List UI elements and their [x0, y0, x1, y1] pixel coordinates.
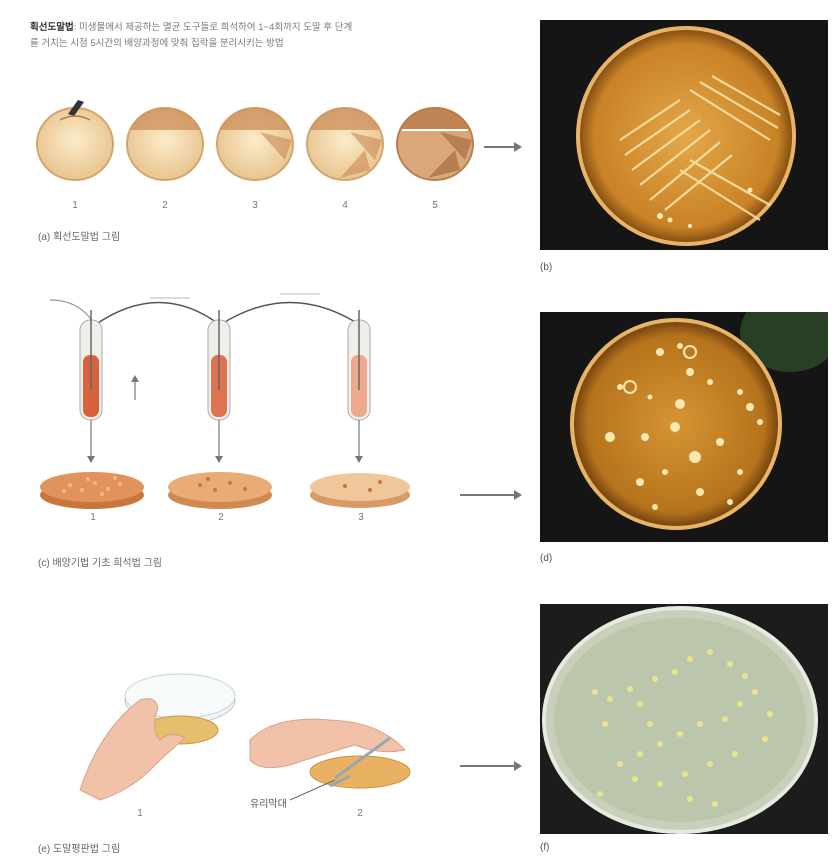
pour-plate-1 [40, 472, 144, 509]
step-number-b2: 2 [206, 512, 236, 523]
streak-plate-2 [127, 108, 203, 180]
caption-c: (e) 도말평판법 그림 [38, 840, 120, 855]
photo-label-b: (b) [540, 262, 552, 273]
pour-plate-photo [540, 312, 828, 542]
streak-plate-3 [217, 108, 293, 180]
arrow-right-icon [460, 765, 516, 767]
arrow-right-icon [484, 146, 516, 148]
streak-plate-1 [37, 100, 113, 180]
step-number-a2: 2 [150, 200, 180, 211]
spread-plate-diagram [60, 660, 420, 810]
step-number-a5: 5 [420, 200, 450, 211]
step-number-b1: 1 [78, 512, 108, 523]
streak-plate-diagram [30, 90, 480, 200]
dilution-tube-2 [208, 310, 230, 420]
pour-plate-3 [310, 473, 410, 508]
step-number-b3: 3 [346, 512, 376, 523]
step-number-a4: 4 [330, 200, 360, 211]
intro-body: : 미생물에서 제공하는 멸균 도구들로 희석하여 1~4회까지 도말 후 단계… [30, 22, 352, 49]
spread-plate-photo [540, 604, 828, 834]
step-number-c1: 1 [125, 808, 155, 819]
glass-rod-label: 유리막대 [250, 795, 287, 810]
intro-text: 획선도말법: 미생물에서 제공하는 멸균 도구들로 희석하여 1~4회까지 도말… [30, 20, 360, 52]
photo-label-f: (f) [540, 842, 549, 853]
streak-plate-photo [540, 20, 828, 250]
step-number-a3: 3 [240, 200, 270, 211]
streak-plate-5 [397, 108, 473, 180]
pour-plate-diagram [40, 280, 440, 520]
step-number-a1: 1 [60, 200, 90, 211]
dilution-tube-3 [348, 310, 370, 420]
caption-a: (a) 획선도말법 그림 [38, 228, 120, 243]
pour-plate-2 [168, 472, 272, 509]
caption-b: (c) 배양기법 기초 희석법 그림 [38, 554, 162, 569]
photo-label-d: (d) [540, 553, 552, 564]
intro-term: 획선도말법 [30, 22, 74, 33]
step-number-c2: 2 [345, 808, 375, 819]
hand-spreading [250, 719, 410, 788]
streak-plate-4 [307, 108, 383, 180]
arrow-right-icon [460, 494, 516, 496]
dilution-tube-1 [80, 310, 102, 420]
hand-with-plate [80, 674, 235, 800]
